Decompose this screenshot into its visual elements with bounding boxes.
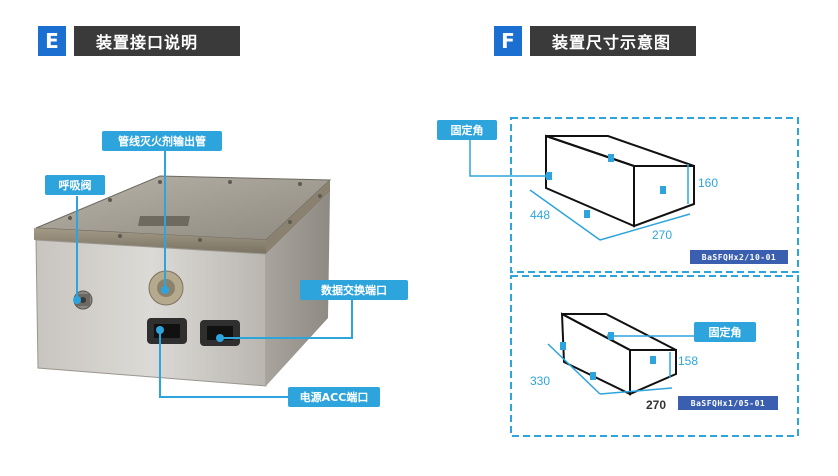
connector-left-part [147, 318, 187, 344]
model-label-bottom: BaSFQHx1/05-01 [678, 396, 778, 410]
callout-pipe-outlet: 管线灭火剂输出管 [102, 131, 222, 151]
top-dim-width: 270 [652, 228, 673, 242]
section-e-title: 装置接口说明 [74, 26, 240, 56]
top-dim-height: 160 [698, 176, 719, 190]
section-f-header: F 装置尺寸示意图 [494, 26, 696, 56]
device-front [35, 239, 267, 387]
device-rim [34, 228, 266, 254]
section-e-letter: E [38, 26, 66, 56]
dimension-frame [510, 117, 799, 437]
model-label-top: BaSFQHx2/10-01 [690, 250, 788, 264]
connector-right-part [200, 320, 240, 346]
section-e-header: E 装置接口说明 [38, 26, 240, 56]
section-f-letter: F [494, 26, 522, 56]
fixed-corner-label-bottom: 固定角 [694, 322, 756, 342]
bottom-dim-height: 158 [678, 354, 699, 368]
section-f-title: 装置尺寸示意图 [530, 26, 696, 56]
top-dim-length: 448 [530, 208, 551, 222]
fixed-corner-label-top: 固定角 [437, 120, 497, 140]
top-box-wireframe [545, 134, 695, 228]
callout-data-port: 数据交换端口 [300, 280, 408, 300]
callout-power-port: 电源ACC端口 [288, 387, 380, 407]
callout-breather-valve: 呼吸阀 [45, 175, 105, 195]
bottom-box-wireframe [560, 312, 677, 396]
bottom-dim-width: 270 [646, 398, 667, 412]
bottom-dim-length: 330 [530, 374, 551, 388]
